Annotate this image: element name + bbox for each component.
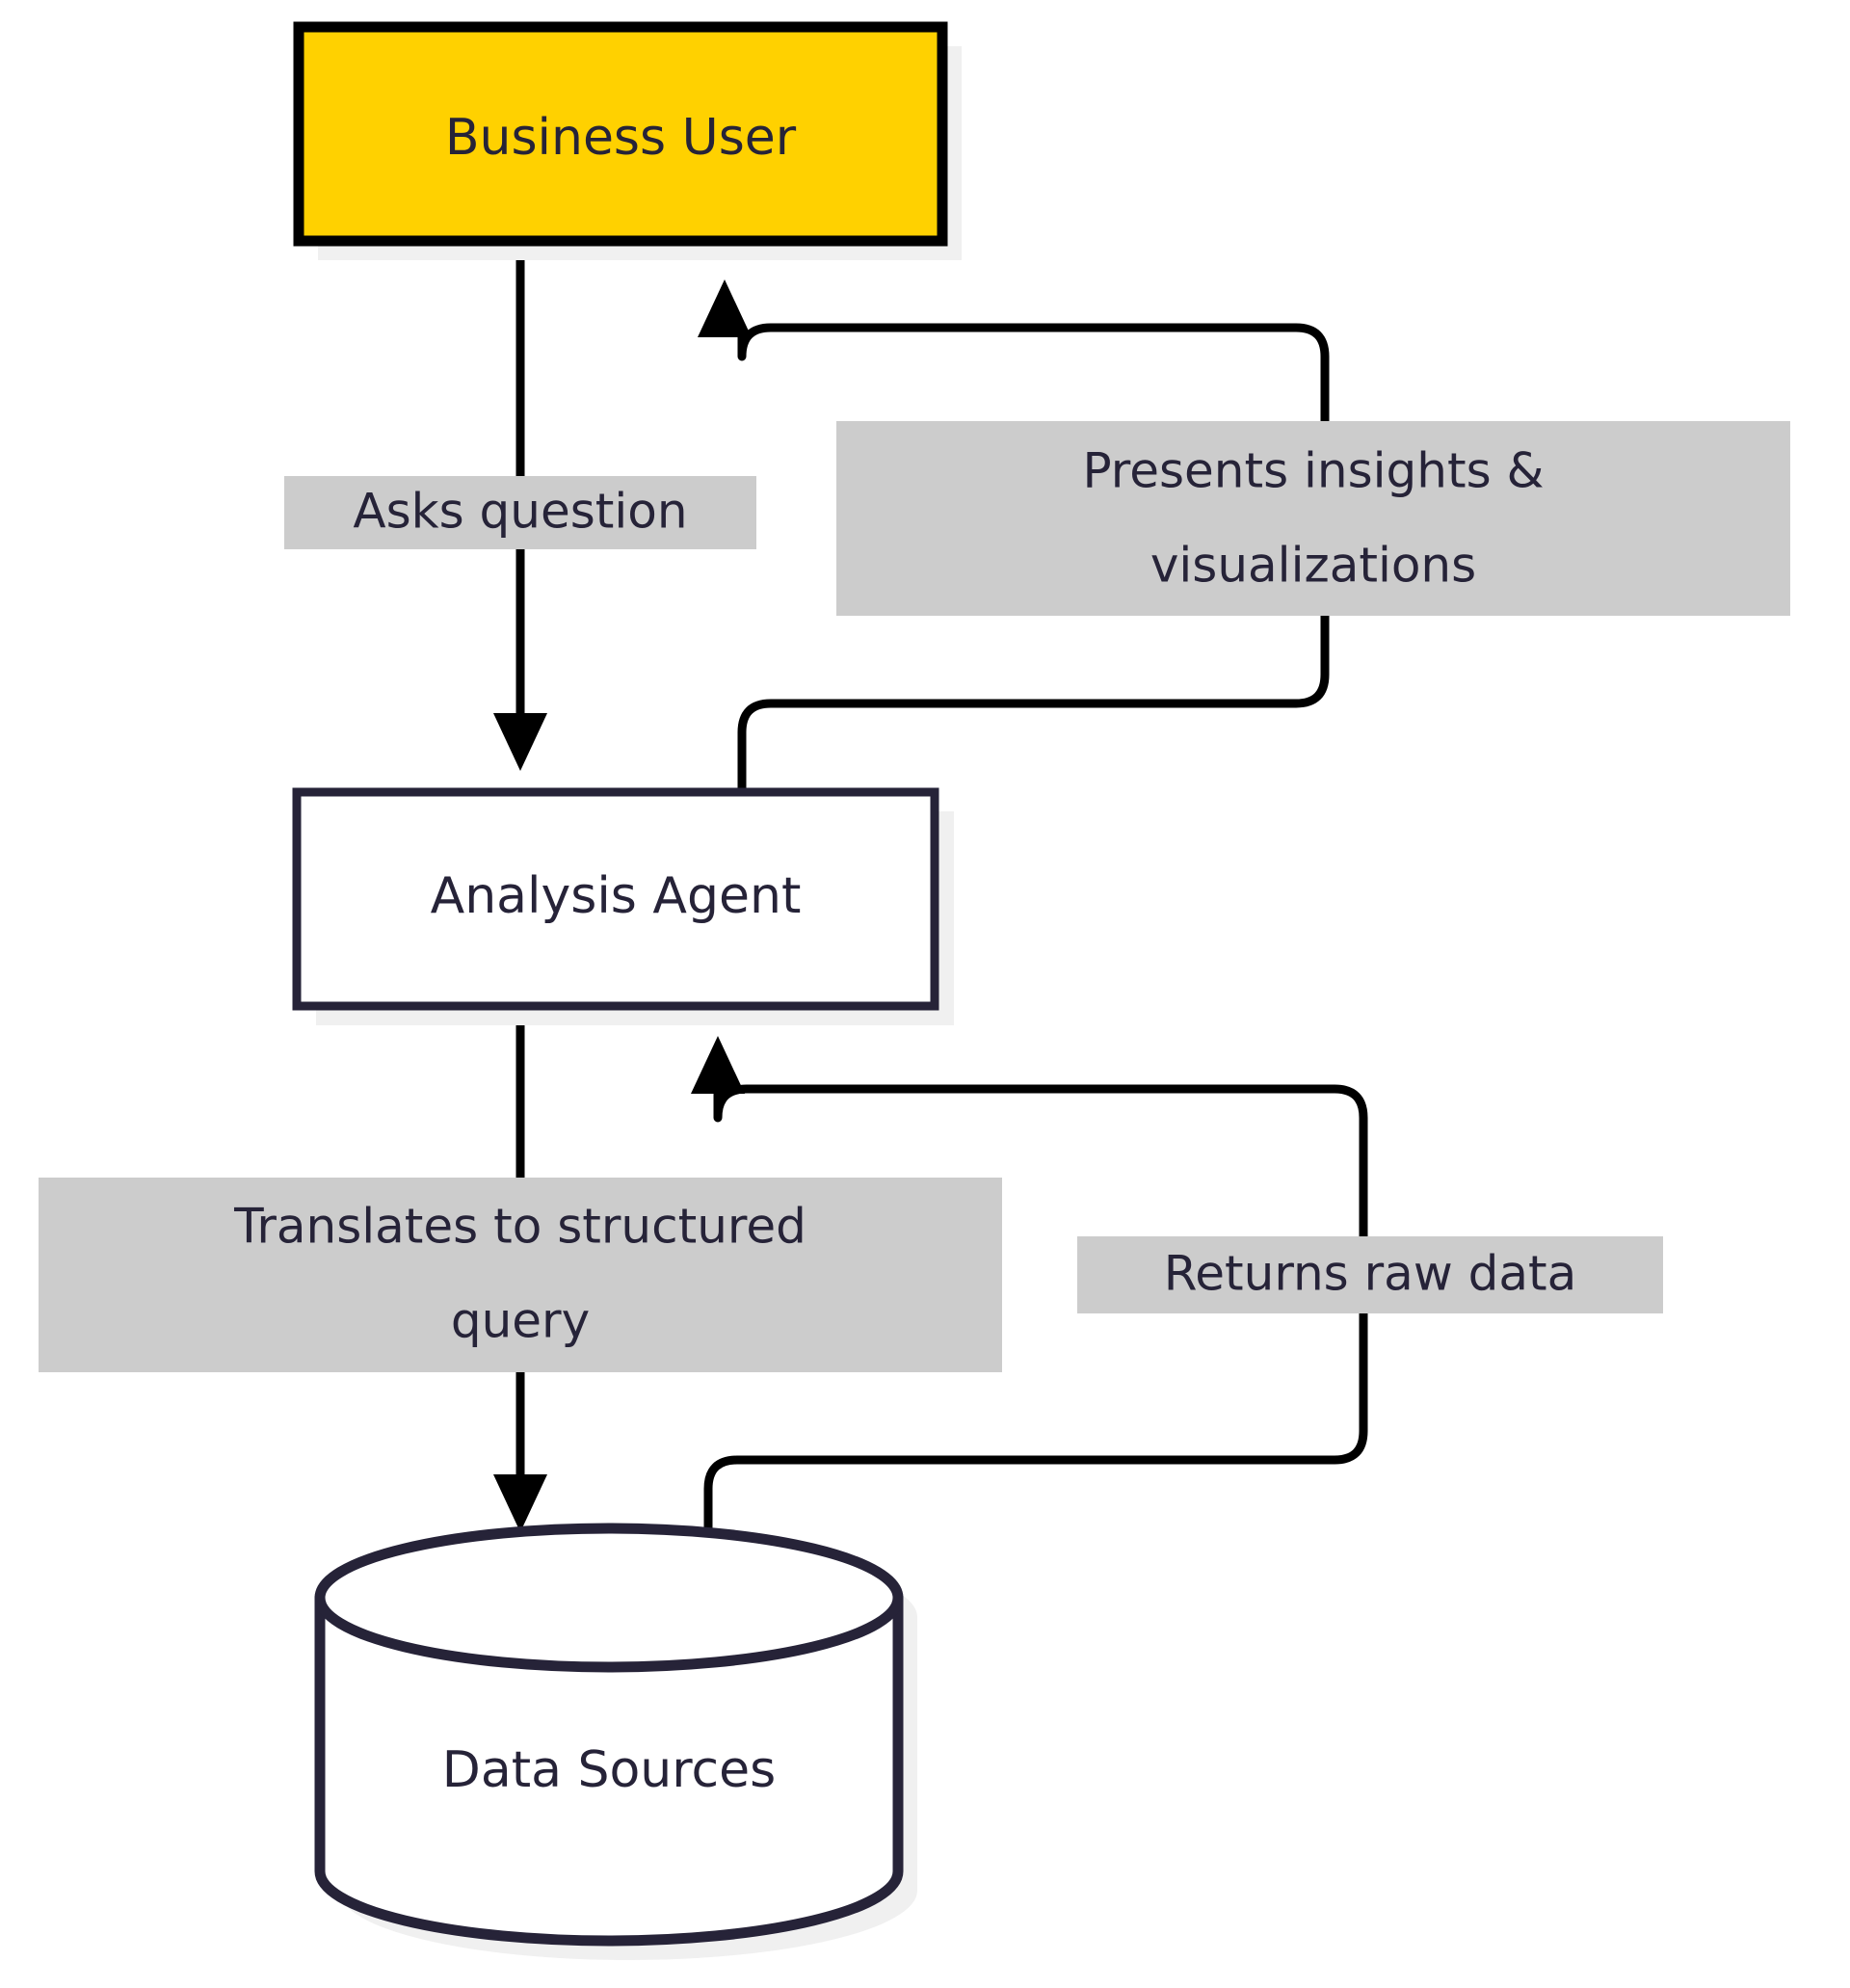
data-sources-label: Data Sources xyxy=(442,1741,776,1799)
edge-asks-question-arrowhead xyxy=(493,713,547,771)
data-sources-top-ellipse xyxy=(314,1523,904,1673)
business-user-box[interactable] xyxy=(293,21,948,247)
node-data-sources[interactable]: Data Sources xyxy=(314,1523,917,1960)
edge-label-presents-insights-line2: visualizations xyxy=(1150,538,1476,594)
edge-label-presents-insights: Presents insights & visualizations xyxy=(836,421,1790,616)
edge-label-asks-question: Asks question xyxy=(284,476,756,549)
edge-label-presents-insights-line1: Presents insights & xyxy=(1082,443,1544,499)
edge-translates-query-arrowhead xyxy=(493,1474,547,1532)
business-user-label: Business User xyxy=(445,109,797,167)
edge-label-returns-raw-data-text: Returns raw data xyxy=(1164,1246,1576,1302)
data-sources-body[interactable] xyxy=(314,1592,904,1947)
edge-label-returns-raw-data-bg xyxy=(1077,1236,1663,1313)
edge-label-translates-query: Translates to structured query xyxy=(39,1178,1002,1372)
edge-label-returns-raw-data: Returns raw data xyxy=(1077,1236,1663,1313)
edge-label-asks-question-text: Asks question xyxy=(353,484,687,540)
edge-label-translates-query-bg xyxy=(39,1178,1002,1372)
edge-label-translates-query-line2: query xyxy=(451,1293,590,1349)
edge-label-asks-question-bg xyxy=(284,476,756,549)
analysis-agent-box[interactable] xyxy=(292,787,939,1011)
node-business-user[interactable]: Business User xyxy=(293,21,962,260)
node-analysis-agent[interactable]: Analysis Agent xyxy=(292,787,954,1025)
edge-label-translates-query-line1: Translates to structured xyxy=(233,1199,806,1255)
edge-returns-raw-data-arrowhead xyxy=(691,1036,745,1094)
edge-label-presents-insights-bg xyxy=(836,421,1790,616)
analysis-agent-label: Analysis Agent xyxy=(431,867,802,925)
edge-presents-insights-arrowhead xyxy=(698,279,752,337)
